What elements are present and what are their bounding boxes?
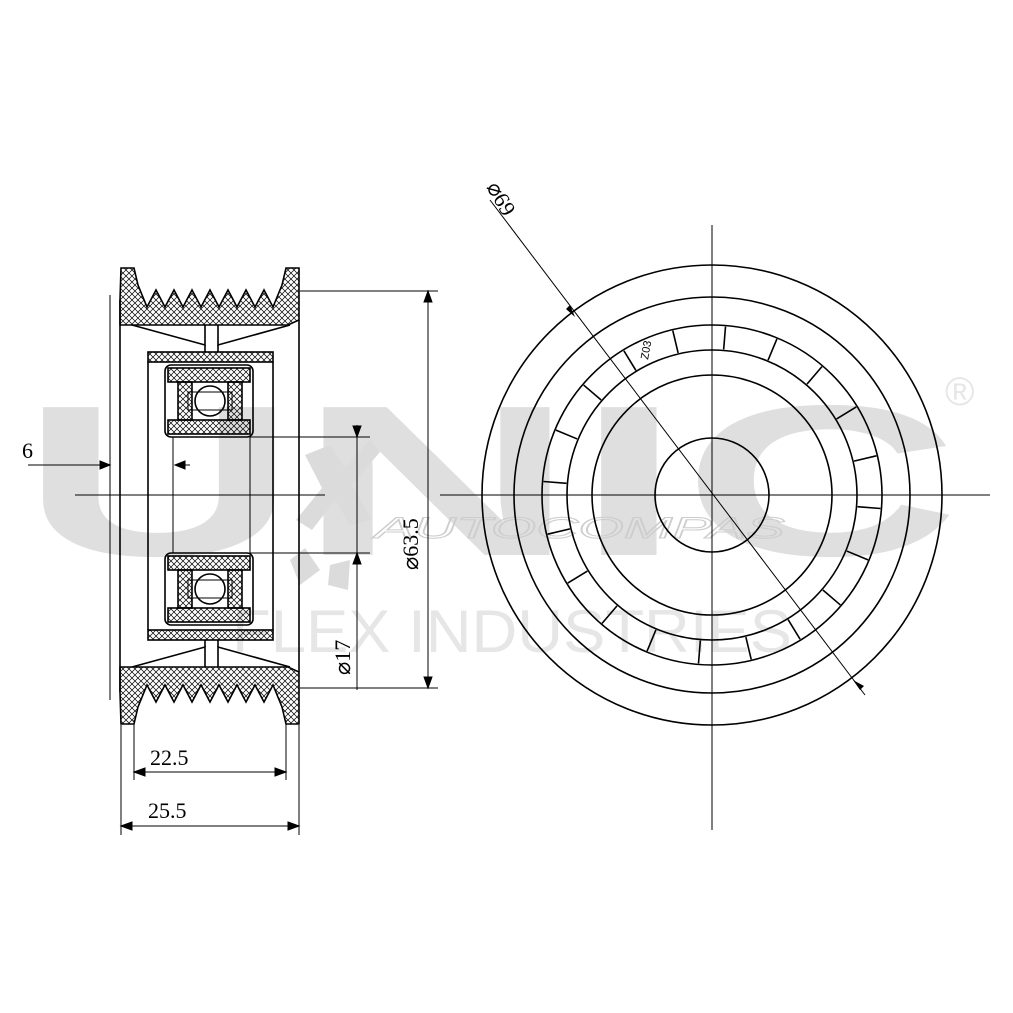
seal-rib	[646, 629, 657, 652]
seal-rib	[806, 366, 823, 385]
bearing-code-label: Z03	[639, 340, 654, 361]
seal-rib	[583, 384, 602, 401]
flange-diameter-leader	[489, 199, 866, 696]
watermark-logo-mark	[290, 440, 380, 590]
seal-inner-circle	[566, 349, 858, 641]
seal-rib	[853, 455, 877, 462]
seal-rib	[846, 550, 869, 561]
seal-rib	[601, 605, 618, 624]
seal-rib	[822, 589, 841, 606]
seal-rib	[787, 619, 801, 640]
dimension-labels: 6 ⌀63.5 ⌀17 22.5 25.5 ⌀69	[22, 177, 521, 823]
dim-flange-diameter: ⌀69	[482, 177, 521, 220]
seal-rib	[745, 636, 752, 660]
seal-rib	[672, 330, 679, 354]
seal-rib	[543, 480, 567, 485]
bearing-lower	[164, 552, 254, 626]
section-dimensions	[28, 289, 438, 835]
hub-circle	[591, 374, 833, 616]
seal-rib	[767, 338, 778, 361]
seal-ribs	[543, 326, 881, 664]
hub-ring-top	[147, 351, 274, 363]
dim-total-width: 25.5	[148, 798, 187, 823]
seal-rib	[722, 326, 727, 350]
seal-rib	[567, 570, 588, 584]
seal-rib	[697, 640, 702, 664]
seal-rib	[547, 528, 571, 535]
seal-rib	[623, 350, 637, 371]
seal-rib	[836, 406, 857, 420]
bottom-belt-section	[119, 666, 300, 725]
flange-circle	[481, 264, 943, 726]
seal-rib	[857, 505, 881, 510]
top-belt-section	[119, 267, 300, 326]
bore-circle	[654, 437, 770, 553]
dim-outer-diameter: ⌀63.5	[398, 518, 423, 570]
section-view	[75, 267, 325, 725]
groove-circle	[513, 296, 911, 694]
dim-bore-diameter: ⌀17	[330, 640, 355, 675]
watermark-registered: ®	[945, 370, 974, 414]
seal-rib	[555, 429, 578, 440]
seal-outer-circle	[541, 324, 883, 666]
front-view	[440, 199, 990, 830]
bearing-upper	[164, 364, 254, 438]
watermark-tagline: AUTOCOMPAS	[371, 512, 785, 545]
dim-groove-width: 22.5	[150, 745, 189, 770]
hub-ring-bottom	[147, 629, 274, 641]
dim-groove-offset: 6	[22, 438, 33, 463]
